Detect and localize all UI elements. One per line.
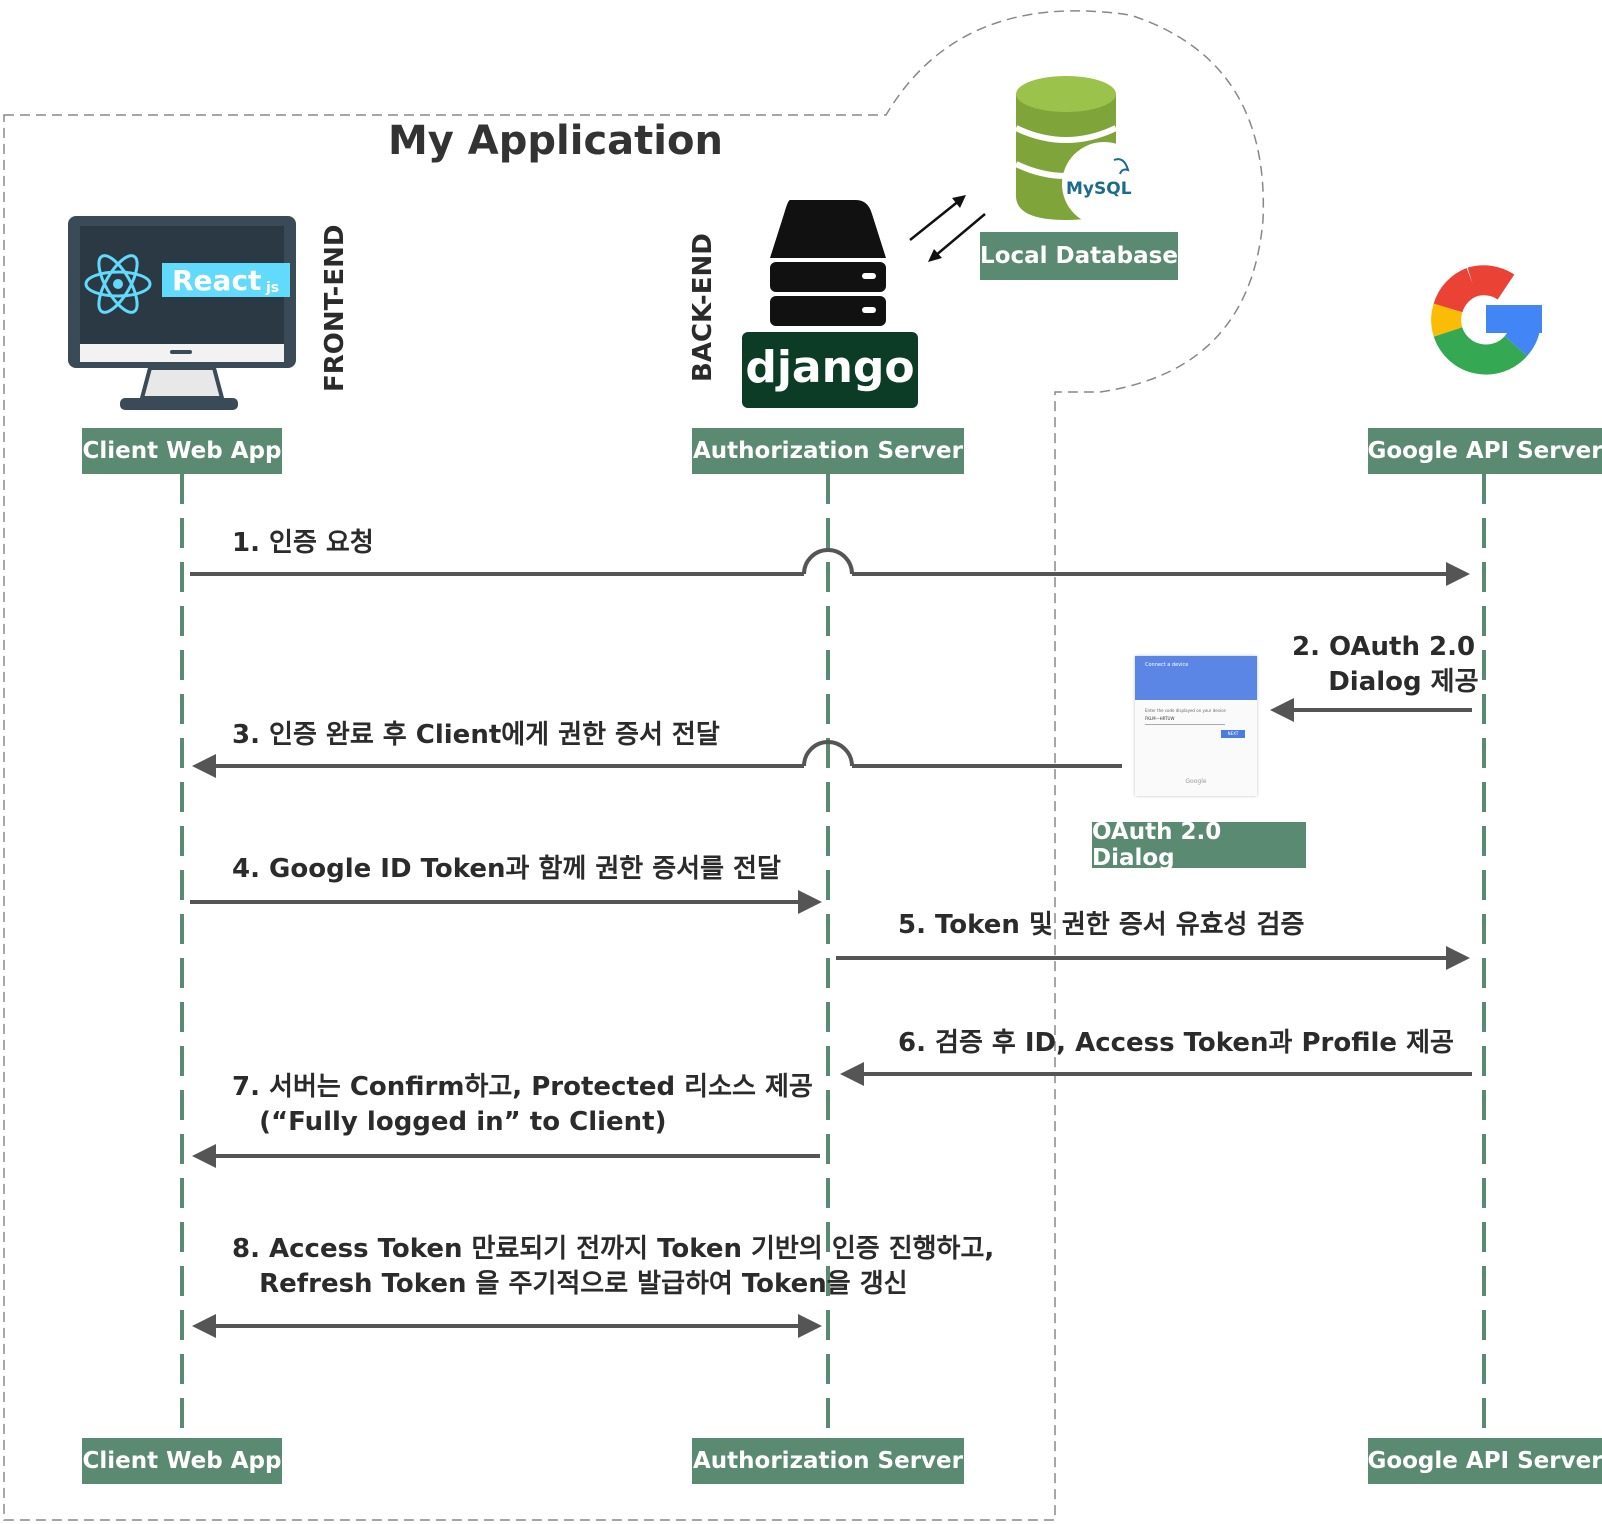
message-4: 4. Google ID Token과 함께 권한 증서를 전달 <box>232 854 781 884</box>
dialog-header-text: Connect a device <box>1145 662 1189 668</box>
actor-client-top: Client Web App <box>82 428 282 474</box>
arrowhead-m4 <box>798 890 822 914</box>
message-8: 8. Access Token 만료되기 전까지 Token 기반의 인증 진행… <box>232 1234 995 1299</box>
local-database-label: Local Database <box>980 232 1178 280</box>
message-6: 6. 검증 후 ID, Access Token과 Profile 제공 <box>898 1028 1454 1058</box>
oauth-dialog-screenshot: Connect a device Enter the code displaye… <box>1135 656 1257 796</box>
server-icon <box>770 200 886 326</box>
back-end-label: BACK-END <box>688 233 718 382</box>
message-3: 3. 인증 완료 후 Client에게 권한 증서 전달 <box>232 720 720 750</box>
arrowhead-m2 <box>1270 698 1294 722</box>
arrow-m3 <box>214 740 1122 768</box>
react-atom-icon <box>84 254 152 314</box>
dialog-code: FKLM—HRTUW <box>1145 716 1175 721</box>
application-boundary <box>3 10 1265 1521</box>
actor-client-bottom: Client Web App <box>82 1438 282 1484</box>
arrowhead-m1 <box>1446 562 1470 586</box>
front-end-label: FRONT-END <box>320 224 350 392</box>
arrowhead-m8-left <box>192 1314 216 1338</box>
dialog-prompt: Enter the code displayed on your device <box>1145 708 1226 713</box>
db-arrowhead-down <box>928 249 942 262</box>
dialog-input-line <box>1145 724 1225 725</box>
dialog-next-button: NEXT <box>1221 730 1245 738</box>
message-2: 2. OAuth 2.0 Dialog 제공 <box>1292 632 1479 697</box>
react-logo-text: React <box>172 264 261 297</box>
actor-auth-top: Authorization Server <box>692 428 964 474</box>
db-arrowhead-up <box>952 195 966 208</box>
dialog-header: Connect a device <box>1135 656 1257 700</box>
react-logo-suffix: js <box>265 280 279 296</box>
actor-google-top: Google API Server <box>1367 428 1602 474</box>
django-logo-text: django <box>745 342 914 393</box>
message-1: 1. 인증 요청 <box>232 528 374 558</box>
arrowhead-m5 <box>1446 946 1470 970</box>
oauth-dialog-label: OAuth 2.0 Dialog <box>1092 819 1306 871</box>
actor-auth-bottom: Authorization Server <box>692 1438 964 1484</box>
message-5: 5. Token 및 권한 증서 유효성 검증 <box>898 910 1305 940</box>
diagram-title: My Application <box>388 118 723 164</box>
monitor-icon <box>68 216 296 410</box>
actor-google-bottom: Google API Server <box>1367 1438 1602 1484</box>
arrowhead-m8-right <box>798 1314 822 1338</box>
message-7: 7. 서버는 Confirm하고, Protected 리소스 제공 (“Ful… <box>232 1072 813 1137</box>
dialog-google-footer: Google <box>1185 778 1207 785</box>
arrowhead-m3 <box>192 754 216 778</box>
arrowhead-m7 <box>192 1144 216 1168</box>
arrow-m1 <box>190 548 1448 576</box>
db-exchange-arrows <box>909 199 986 257</box>
google-g-icon <box>1431 265 1542 375</box>
mysql-logo-text: MySQL <box>1066 179 1132 199</box>
django-logo-bg <box>742 332 918 408</box>
database-icon <box>1014 76 1146 226</box>
arrowhead-m6 <box>840 1062 864 1086</box>
